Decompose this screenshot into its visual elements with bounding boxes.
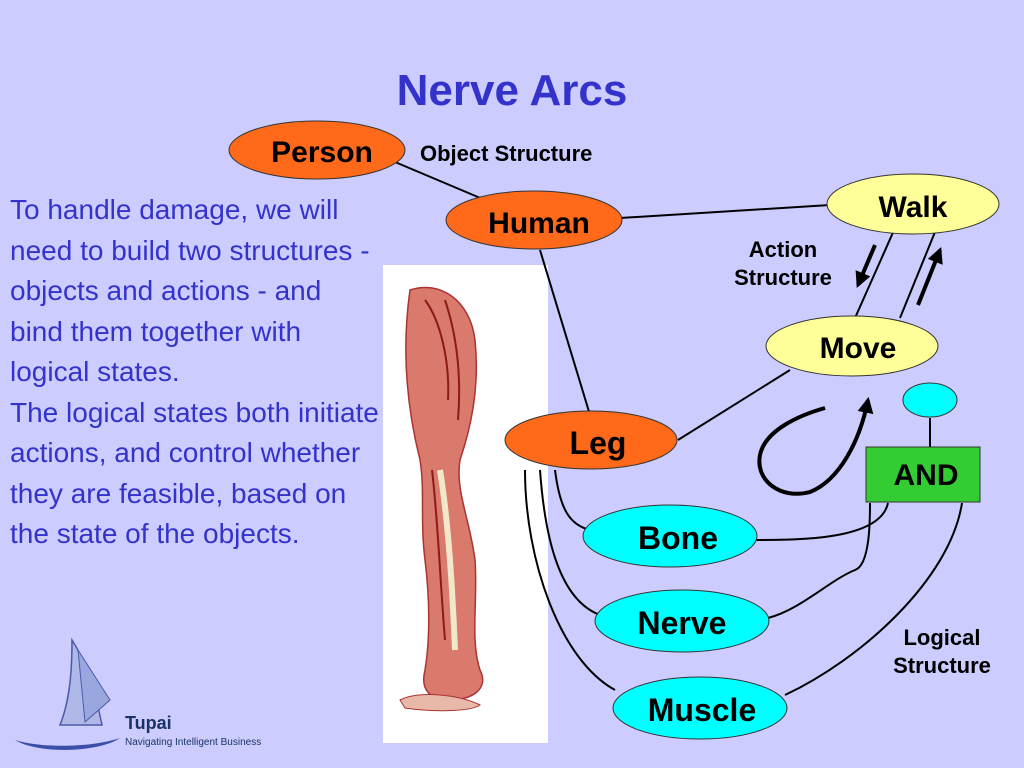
node-muscle: Muscle	[612, 676, 788, 740]
logo-tagline: Navigating Intelligent Business	[125, 737, 262, 748]
node-walk: Walk	[826, 173, 1000, 235]
object-structure-label: Object Structure	[420, 141, 593, 166]
node-and-label: AND	[894, 459, 959, 492]
node-leg-label: Leg	[570, 425, 627, 461]
action-structure-label: Action Structure	[734, 237, 832, 290]
node-human-label: Human	[488, 207, 590, 240]
node-human: Human	[445, 190, 623, 250]
logo-name: Tupai	[125, 713, 172, 733]
node-walk-label: Walk	[879, 191, 948, 224]
node-muscle-label: Muscle	[648, 692, 756, 728]
node-leg: Leg	[504, 410, 678, 470]
node-nerve-label: Nerve	[638, 605, 727, 641]
body-text: To handle damage, we will need to build …	[10, 190, 380, 555]
node-person-label: Person	[271, 136, 373, 169]
paragraph-2: The logical states both initiate actions…	[10, 396, 379, 550]
node-and: AND	[865, 446, 981, 503]
node-bone-label: Bone	[638, 520, 718, 556]
logical-structure-edges	[524, 469, 963, 696]
node-move-label: Move	[820, 332, 897, 365]
slide-title: Nerve Arcs	[396, 66, 628, 115]
node-logic-dot	[902, 382, 958, 418]
node-nerve: Nerve	[594, 589, 770, 653]
paragraph-1: To handle damage, we will need to build …	[10, 194, 370, 387]
leg-anatomy-image	[383, 265, 548, 743]
action-arrows	[757, 244, 943, 496]
node-person: Person	[228, 120, 406, 180]
node-bone: Bone	[582, 504, 758, 568]
tupai-logo-icon	[15, 637, 120, 750]
logical-structure-label: Logical Structure	[893, 625, 991, 678]
object-structure-edges	[394, 161, 936, 448]
node-move: Move	[765, 315, 939, 377]
